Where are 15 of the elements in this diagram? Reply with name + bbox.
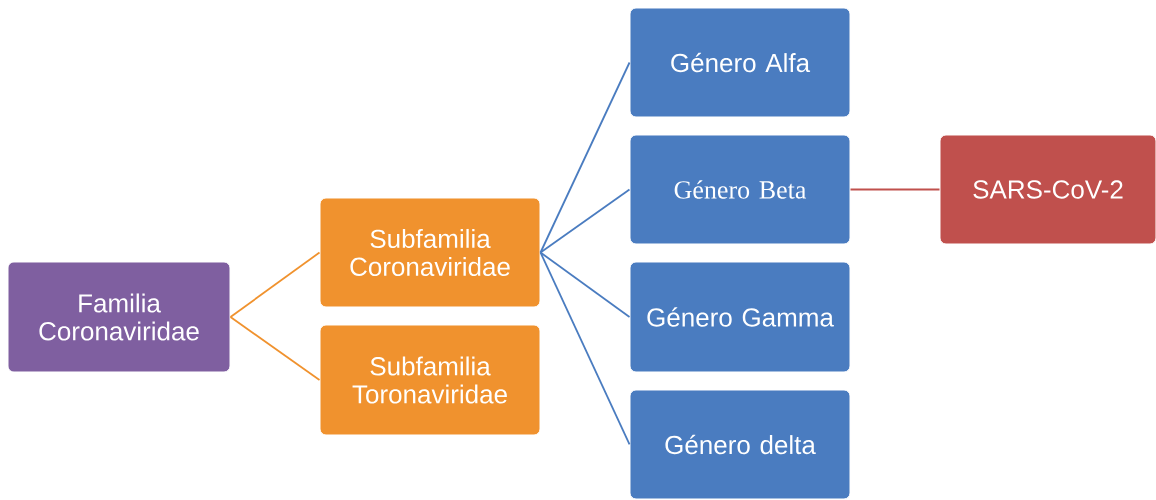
- connector-line: [539, 188, 631, 254]
- taxon-box: Familia Coronaviridae: [7, 261, 231, 373]
- connector-line: [229, 316, 321, 381]
- connector-line: [539, 251, 631, 446]
- taxon-box: Género Alfa: [629, 7, 851, 118]
- taxon-box: Subfamilia Toronaviridae: [319, 324, 541, 436]
- taxon-box: Género Beta: [629, 134, 851, 245]
- connector-line: [539, 251, 631, 318]
- virus-box: SARS-CoV-2: [939, 134, 1156, 245]
- connector-line: [849, 188, 941, 191]
- taxon-box: Subfamilia Coronaviridae: [319, 197, 541, 308]
- taxon-box: Género Gamma: [629, 261, 851, 373]
- taxon-box: Género delta: [629, 389, 851, 500]
- connector-line: [229, 251, 321, 318]
- connector-line: [539, 61, 631, 254]
